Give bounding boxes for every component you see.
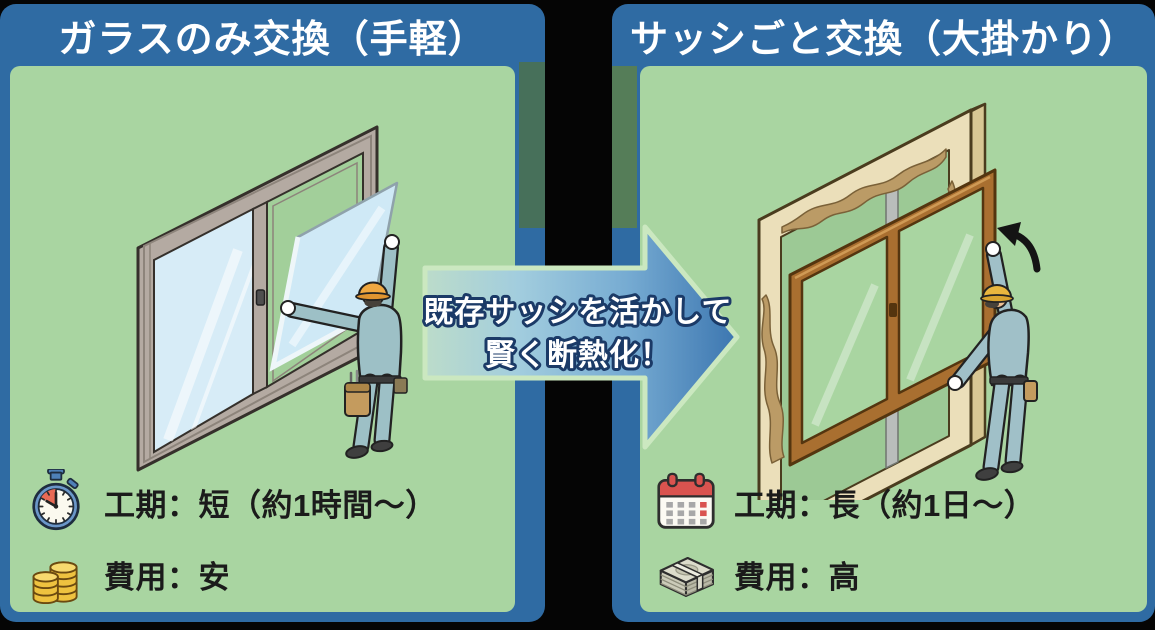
left-cost-row: 費用：安 (24, 542, 437, 606)
hard-hat (357, 281, 389, 296)
tool-belt (989, 376, 1029, 385)
left-panel-header: ガラスのみ交換（手軽） (0, 4, 545, 66)
right-info-list: 工期：長（約1日～） (654, 470, 1035, 606)
shoe (370, 439, 394, 453)
left-cost-label: 費用：安 (104, 559, 230, 595)
left-info-list: 工期：短（約1時間～） (24, 468, 437, 606)
sash-latch (889, 303, 897, 317)
tool-pouch (1023, 380, 1038, 402)
right-period-label: 工期：長（約1日～） (734, 487, 1036, 523)
left-panel-title: ガラスのみ交換（手軽） (58, 18, 487, 61)
worker-figure-right (947, 241, 1038, 481)
window-latch (255, 289, 266, 306)
transition-arrow: 既存サッシを活かして 賢く断熱化！ (413, 220, 745, 452)
money-stack-icon (654, 540, 718, 608)
arrow-text-line2: 賢く断熱化！ (485, 339, 671, 372)
arrow-shape (422, 224, 740, 450)
shoe (975, 467, 999, 481)
right-panel: サッシごと交換（大掛かり） (612, 4, 1155, 622)
shoe (345, 445, 369, 459)
right-period-row: 工期：長（約1日～） (654, 470, 1035, 534)
worker-figure-left (280, 234, 408, 459)
left-period-row: 工期：短（約1時間～） (24, 468, 437, 536)
left-period-label: 工期：短（約1時間～） (104, 487, 437, 523)
glove-upper (985, 241, 1001, 257)
right-panel-title: サッシごと交換（大掛かり） (629, 18, 1137, 61)
right-cost-row: 費用：高 (654, 542, 1035, 606)
glove-right (384, 234, 400, 250)
stopwatch-icon (24, 468, 88, 536)
left-panel-shaded-edge (519, 62, 545, 228)
hard-hat (981, 284, 1013, 298)
right-panel-shaded-edge (612, 66, 637, 228)
shoe (1000, 460, 1024, 474)
glass-only-replacement-illustration (136, 125, 408, 472)
full-sash-replacement-illustration (757, 102, 1041, 500)
right-cost-label: 費用：高 (734, 559, 860, 595)
wooden-sash (788, 168, 997, 467)
glove-left (280, 300, 296, 316)
calendar-icon (654, 468, 718, 536)
right-panel-header: サッシごと交換（大掛かり） (612, 4, 1155, 66)
arrow-text-line1: 既存サッシを活かして (423, 296, 732, 329)
coins-icon (24, 540, 88, 608)
lift-direction-arrow (997, 222, 1041, 273)
glove-lower (947, 375, 963, 391)
